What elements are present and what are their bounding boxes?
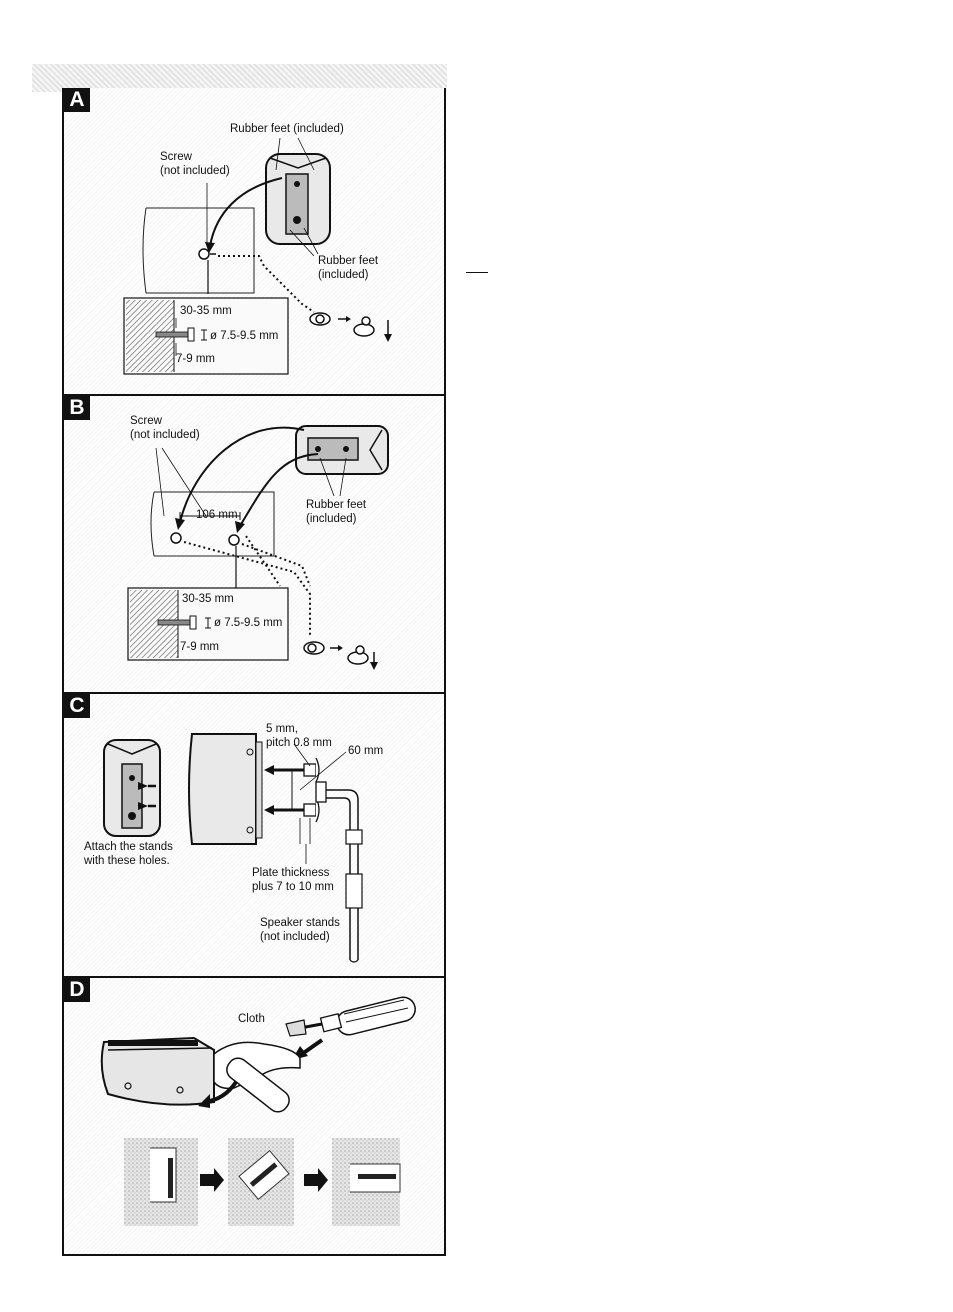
diagram-d <box>100 996 416 1226</box>
label-depth-a: 30-35 mm <box>180 305 232 317</box>
arrow-icon-1 <box>200 1168 224 1192</box>
label-rubber-feet-b-1: Rubber feet <box>306 499 367 511</box>
screw-icon-a <box>198 248 210 260</box>
header-texture <box>32 64 447 92</box>
panel-a-wall-mount-single: A <box>62 88 446 394</box>
panel-c-speaker-stands: C <box>62 692 446 976</box>
panel-letter-c: C <box>64 694 90 718</box>
label-screw-b-2: (not included) <box>130 429 200 441</box>
keyhole-icon-2 <box>353 323 375 337</box>
label-rubber-feet-top: Rubber feet (included) <box>230 123 344 135</box>
panel-letter-a: A <box>64 88 90 112</box>
label-attach-c-1: Attach the stands <box>84 841 173 853</box>
arrow-icon-2 <box>304 1168 328 1192</box>
label-rubber-feet-b-2: (included) <box>306 513 357 525</box>
speaker-body-c-side <box>188 733 257 845</box>
label-cloth-d: Cloth <box>238 1013 265 1025</box>
panel-letter-d: D <box>64 978 90 1002</box>
label-rubber-feet-a-1: Rubber feet <box>318 255 379 267</box>
label-rubber-feet-a-2: (included) <box>318 269 369 281</box>
label-plate-c-1: Plate thickness <box>252 867 330 879</box>
label-screw-a-2: (not included) <box>160 165 230 177</box>
label-stands-c-1: Speaker stands <box>260 917 340 929</box>
screwdriver-icon <box>285 996 416 1037</box>
screw-icon-b-2 <box>228 534 240 546</box>
screw-icon-b-1 <box>170 532 182 544</box>
panel-d-logo-rotation: D <box>62 976 446 1256</box>
label-screw-b-1: Screw <box>130 415 162 427</box>
label-diameter-b: ø 7.5-9.5 mm <box>214 617 283 629</box>
panel-b-wall-mount-horizontal: B <box>62 394 446 692</box>
side-dash <box>466 272 488 273</box>
diagram-b <box>127 425 389 670</box>
label-bolt-c-1: 5 mm, <box>266 723 298 735</box>
label-bolt-c-2: pitch 0.8 mm <box>266 737 332 749</box>
label-head-a: 7-9 mm <box>176 353 215 365</box>
cloth-icon <box>285 1019 307 1037</box>
label-spacing-b: 106 mm <box>196 509 238 521</box>
label-plate-c-2: plus 7 to 10 mm <box>252 881 334 893</box>
label-attach-c-2: with these holes. <box>84 855 170 867</box>
label-screw-a-1: Screw <box>160 151 192 163</box>
label-spacing-c: 60 mm <box>348 745 384 757</box>
panel-letter-b: B <box>64 396 90 420</box>
label-stands-c-2: (not included) <box>260 931 330 943</box>
diagram-a <box>123 137 392 375</box>
diagram-c <box>103 733 363 963</box>
label-diameter-a: ø 7.5-9.5 mm <box>210 330 279 342</box>
label-depth-b: 30-35 mm <box>182 593 234 605</box>
label-head-b: 7-9 mm <box>180 641 219 653</box>
